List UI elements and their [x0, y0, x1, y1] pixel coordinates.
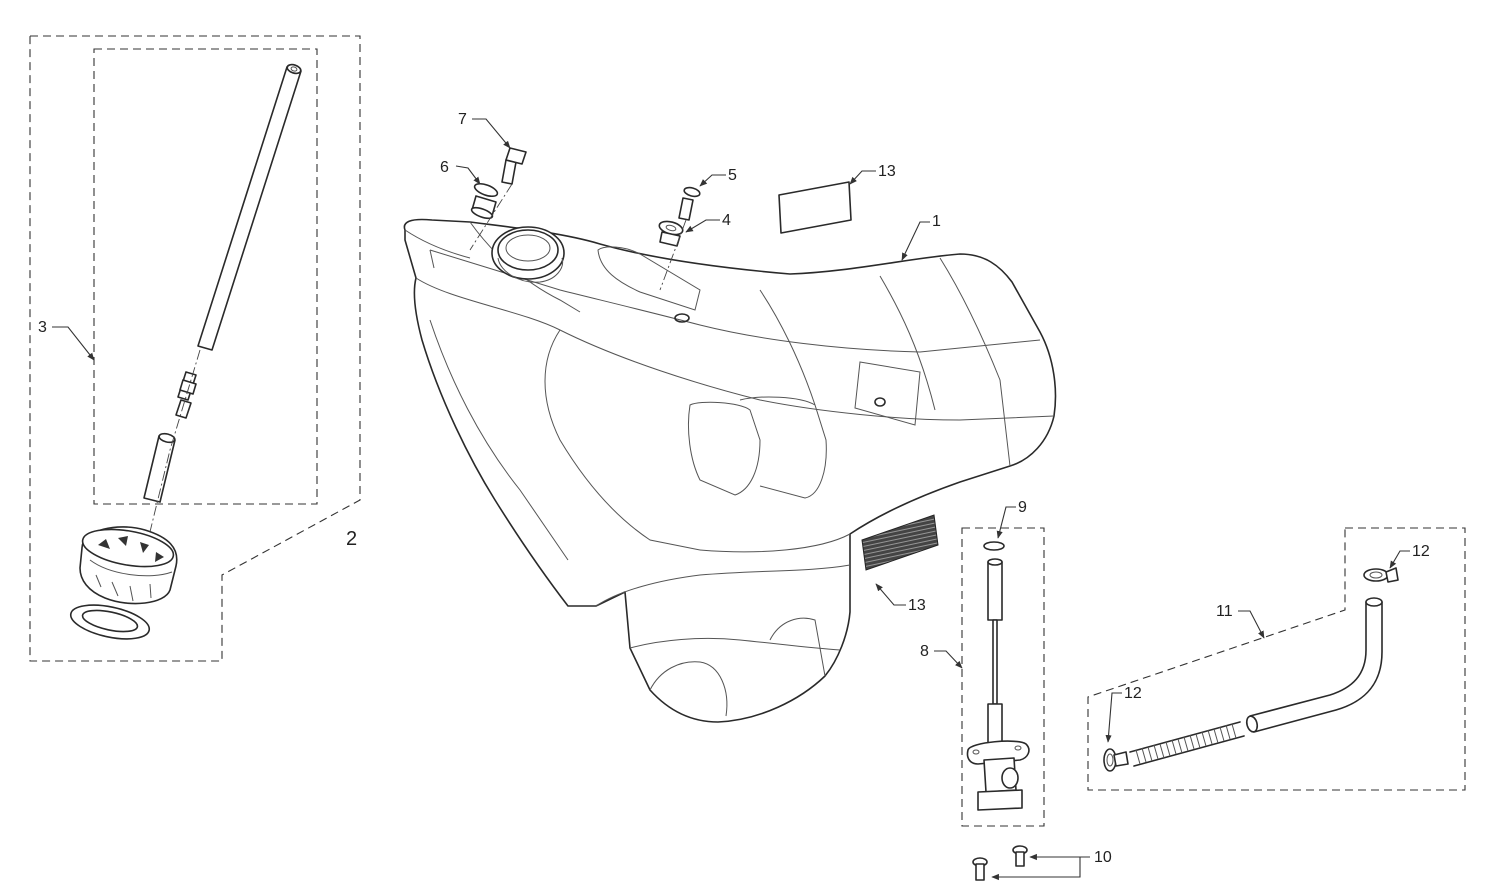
- filler-cap-group: 2 3: [29, 35, 361, 662]
- fuel-cock-8: [966, 558, 1030, 811]
- hose-end-top: [1365, 597, 1383, 607]
- filler-gasket: [69, 604, 151, 640]
- hose-outer: [1249, 601, 1367, 717]
- leader-13-top: [849, 170, 876, 185]
- group-2-outline: [29, 35, 361, 662]
- callout-5: 5: [728, 167, 737, 184]
- hose-end-low: [1245, 715, 1259, 733]
- bolt-7: [501, 147, 527, 185]
- callout-9: 9: [1018, 499, 1027, 516]
- callout-13-top: 13: [878, 163, 896, 180]
- hose-spring: [1129, 721, 1245, 767]
- callout-7: 7: [458, 111, 467, 128]
- leader-8: [934, 650, 963, 669]
- callout-2: 2: [346, 528, 357, 550]
- clip-lower: [1103, 748, 1129, 772]
- tank-body: [403, 218, 1057, 723]
- mount-hole: [674, 313, 690, 323]
- callout-8: 8: [920, 643, 929, 660]
- leader-9: [996, 506, 1016, 539]
- callout-12-top: 12: [1412, 543, 1430, 560]
- short-tube: [143, 432, 176, 503]
- fastener-axis: [469, 183, 687, 291]
- leader-11: [1238, 610, 1265, 639]
- filler-cap: [79, 526, 178, 605]
- fuel-cock-group: 9 8: [920, 499, 1045, 827]
- callout-10: 10: [1094, 849, 1112, 866]
- leader-3: [52, 326, 95, 361]
- callout-1: 1: [932, 213, 941, 230]
- fuel-tank: 1: [403, 213, 1057, 723]
- collar-6: [470, 182, 499, 220]
- fuel-hose-group: 12 12 11: [1087, 527, 1466, 791]
- hose-inner: [1253, 601, 1383, 733]
- screws-10: 10: [972, 845, 1112, 881]
- clip-upper: [1363, 567, 1399, 583]
- label-top: 13: [778, 163, 896, 234]
- leader-10a: [991, 856, 1090, 881]
- o-ring-9: [983, 541, 1005, 551]
- screw-left: [972, 857, 988, 881]
- group-3-outline: [93, 48, 318, 505]
- grommet-4: [658, 220, 684, 247]
- side-mount-hole: [874, 397, 886, 407]
- label-bottom: 13: [861, 514, 939, 614]
- callout-13-bottom: 13: [908, 597, 926, 614]
- leader-6: [455, 165, 481, 185]
- leader-13-bottom: [875, 583, 906, 606]
- leader-4: [685, 219, 720, 233]
- leader-12-top: [1389, 550, 1410, 569]
- filler-neck: [491, 226, 565, 283]
- callout-4: 4: [722, 212, 731, 229]
- leader-1: [901, 221, 930, 261]
- assembly-axis: [147, 349, 201, 541]
- leader-12-bottom: [1105, 692, 1122, 743]
- callout-11: 11: [1216, 603, 1233, 620]
- vent-tube: [197, 63, 302, 351]
- callout-6: 6: [440, 159, 449, 176]
- fasteners: 7 6 5 4: [440, 111, 737, 291]
- group-8-outline: [961, 527, 1045, 827]
- leader-7: [472, 118, 511, 149]
- callout-3: 3: [38, 319, 47, 336]
- rear-mount-tab: [597, 246, 701, 311]
- screw-right: [1012, 845, 1028, 867]
- bolt-5: [678, 186, 701, 221]
- group-11-outline: [1087, 527, 1466, 791]
- tube-connector: [175, 371, 197, 419]
- leader-5: [699, 174, 726, 187]
- callout-12-bottom: 12: [1124, 685, 1142, 702]
